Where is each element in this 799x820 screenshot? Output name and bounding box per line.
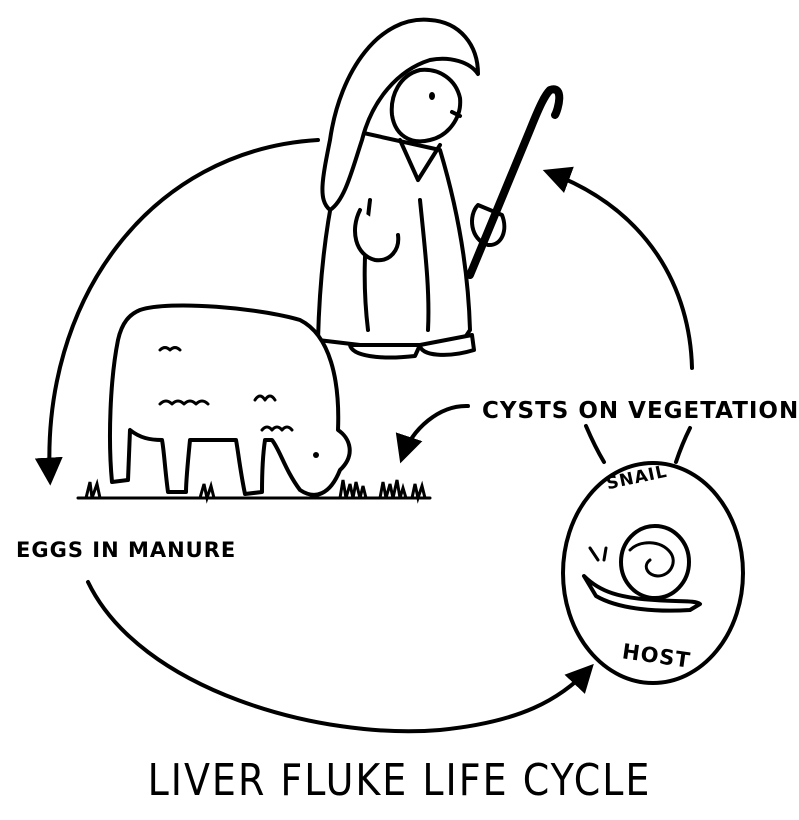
diagram-title: LIVER FLUKE LIFE CYCLE <box>0 755 799 806</box>
label-cysts-on-vegetation: CYSTS ON VEGETATION <box>482 398 799 424</box>
arrow-eggs-to-snail <box>88 582 590 731</box>
connector-cysts-snail-right <box>676 428 690 462</box>
sheep-illustration <box>110 305 350 494</box>
shepherd-illustration <box>318 20 559 358</box>
connector-cysts-snail-left <box>586 426 604 462</box>
label-eggs-in-manure: EGGS IN MANURE <box>16 538 236 562</box>
arrow-cysts-to-grass <box>402 406 468 458</box>
arrow-snail-to-shepherd <box>548 172 692 368</box>
